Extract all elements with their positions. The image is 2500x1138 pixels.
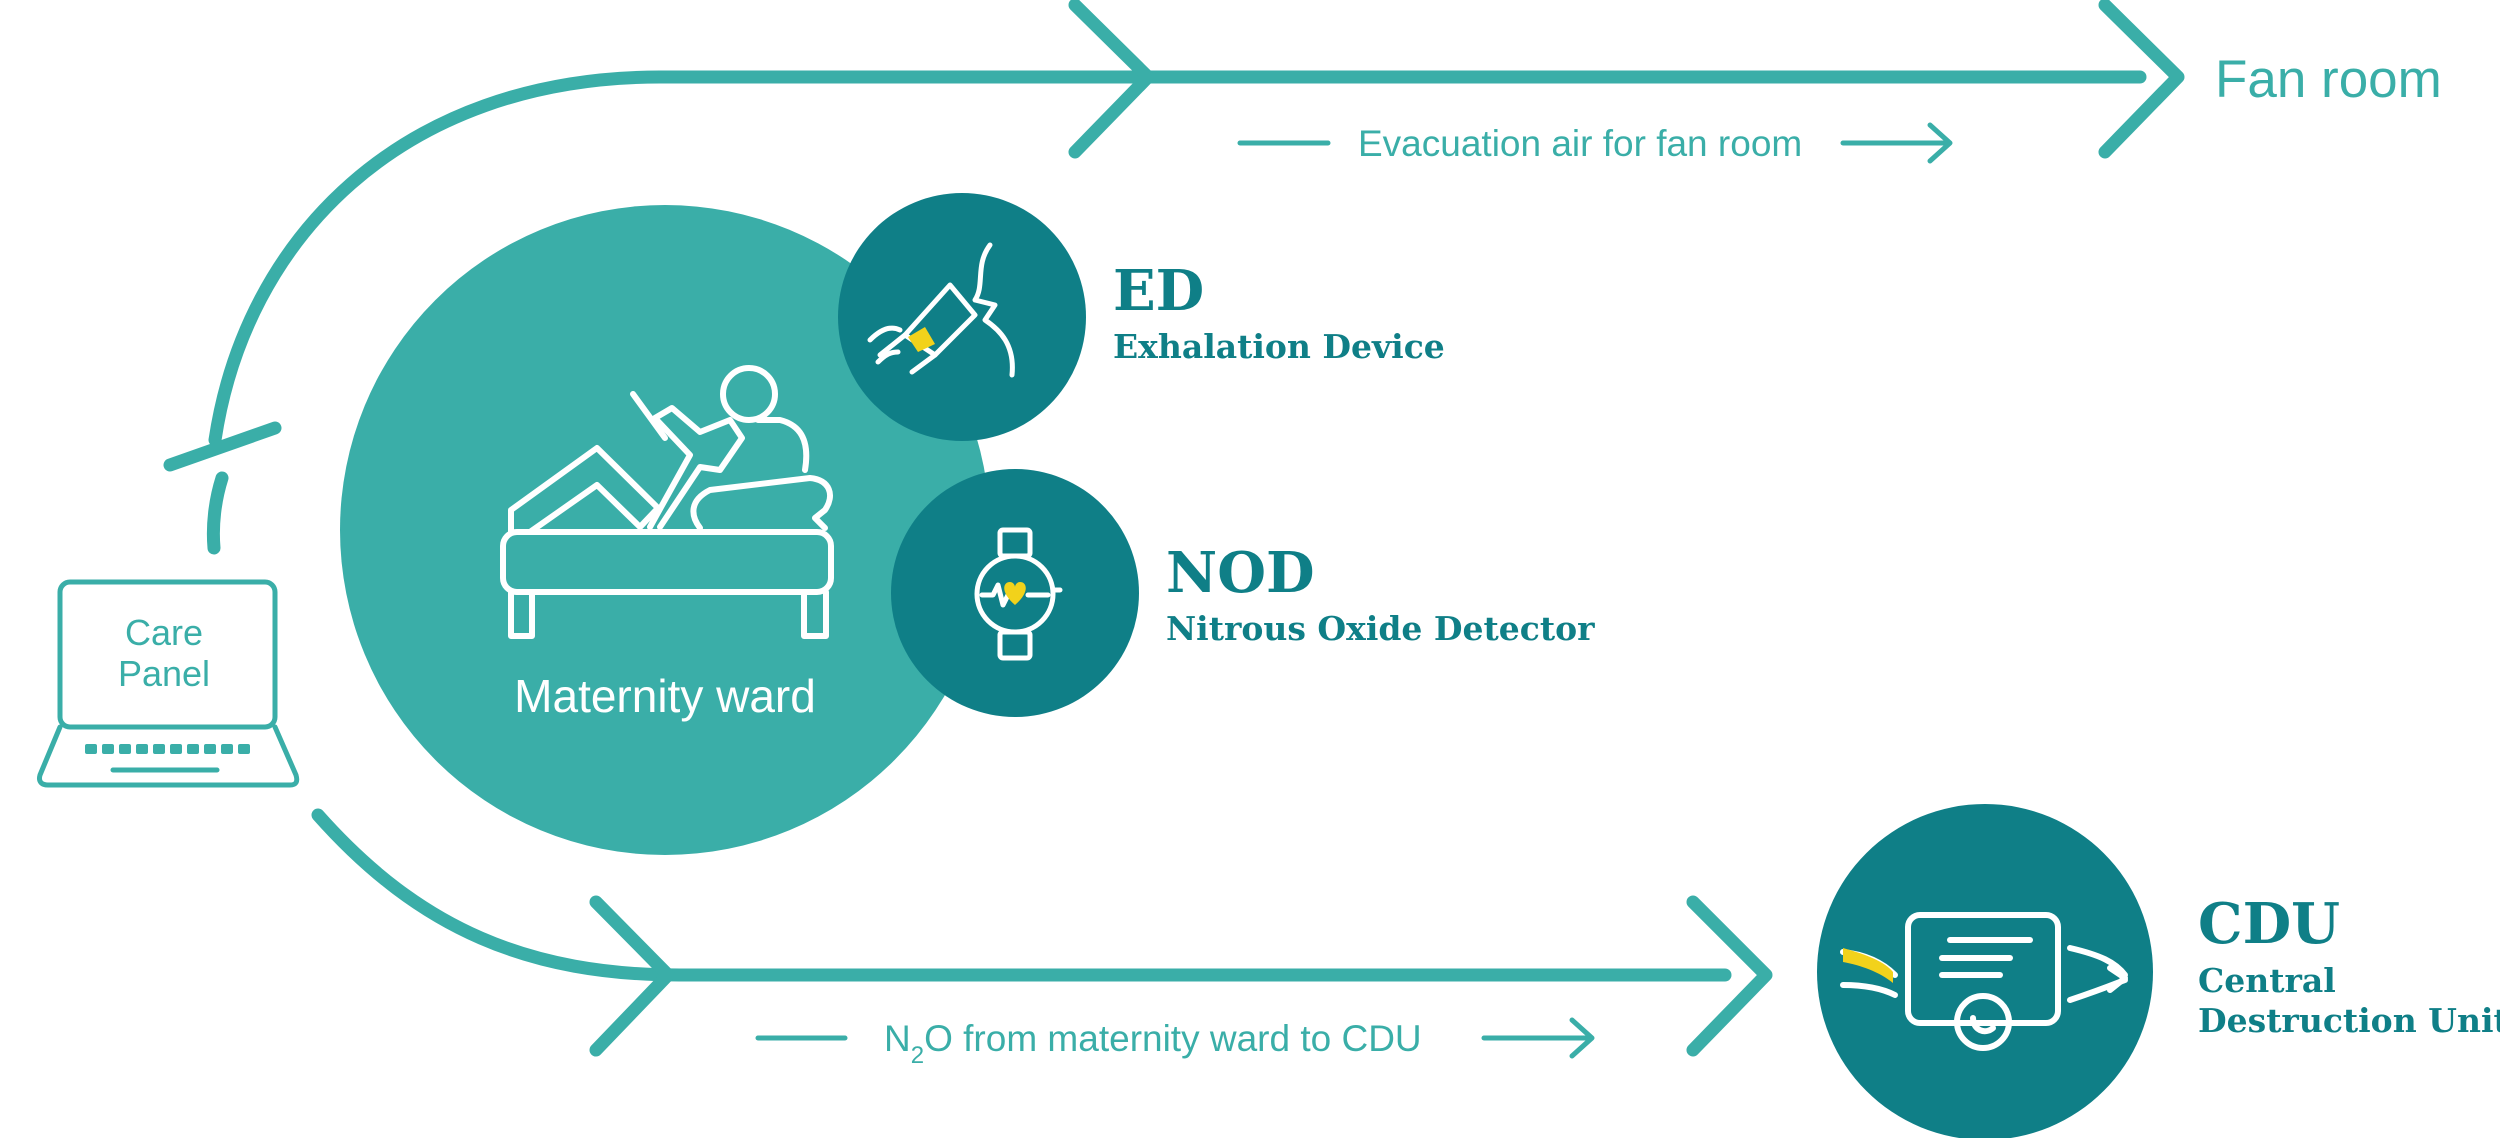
n2o-flow-line [311,808,1732,982]
cdu-abbr: CDU [2198,891,2340,957]
n2o-small-arrow [755,1017,1595,1059]
cdu-yellow-accent [1843,948,1893,983]
evacuation-flow-line [208,70,2147,447]
laptop-icon [37,579,300,788]
n2o-flow-arrowheads [589,895,1773,1057]
evacuation-small-arrow [1237,122,1953,164]
nod-abbr: NOD [1166,540,1315,606]
cdu-device-circle [1817,804,2153,1138]
mask-face-icon [867,242,1015,378]
n2o-flow-label-prefix: N [884,1018,911,1059]
laptop-keyboard [85,744,250,754]
n2o-flow-label-rest: O from maternity ward to CDU [924,1018,1422,1059]
ed-device-circle [838,193,1086,441]
maternity-ward-label: Maternity ward [514,670,816,722]
cdu-name-line1: Central [2198,961,2336,1000]
n2o-flow-label: N2O from maternity ward to CDU [884,1018,1422,1069]
patient-bed-icon [500,365,834,639]
ed-abbr: ED [1113,258,1204,324]
nod-name: Nitrous Oxide Detector [1166,609,1595,648]
cdu-name-line2: Destruction Unit [2198,1001,2500,1040]
care-panel-label-line1: Care [125,612,203,653]
evacuation-flow-arrowheads [1068,0,2185,159]
ed-name: Exhalation Device [1113,327,1445,366]
care-panel-label-line2: Panel [118,653,210,694]
smartwatch-heart-icon [974,527,1063,661]
connection-break-mark [163,421,282,555]
fan-room-label: Fan room [2215,50,2442,109]
n2o-flow-label-subscript: 2 [911,1042,924,1069]
mask-yellow-accent [908,327,935,352]
heart-accent [1004,582,1026,605]
evacuation-air-label: Evacuation air for fan room [1358,123,1802,164]
